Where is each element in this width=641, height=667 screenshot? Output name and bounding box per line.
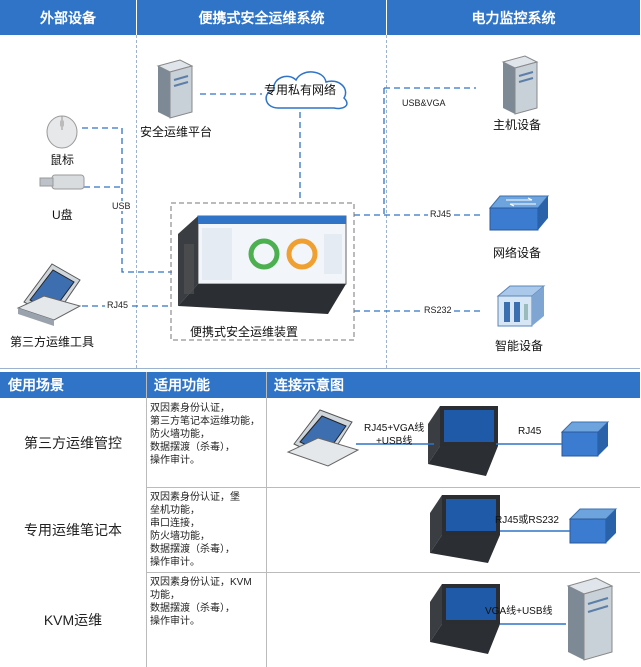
host-link-label: USB&VGA <box>400 98 448 108</box>
usb-link-label: USB <box>110 201 133 211</box>
header-power: 电力监控系统 <box>387 0 640 35</box>
divider <box>0 368 640 369</box>
mouse-icon <box>46 115 78 149</box>
usb-disk-icon <box>39 174 85 190</box>
function-text: 双因素身份认证，堡 垒机功能， 串口连接， 防火墙功能， 数据摆渡（杀毒）， 操… <box>150 492 240 568</box>
connection-line <box>500 530 570 532</box>
table-header-diagram: 连接示意图 <box>266 372 640 398</box>
platform-label: 安全运维平台 <box>140 125 213 139</box>
table-header-scene-label: 使用场景 <box>8 377 64 393</box>
laptop-label: 第三方运维工具 <box>10 335 95 349</box>
smart-device-icon <box>496 285 546 327</box>
connection-label: RJ45 <box>518 426 542 437</box>
function-text: 双因素身份认证， 第三方笔记本运维功能， 防火墙功能， 数据摆渡（杀毒）， 操作… <box>150 403 260 466</box>
host-label: 主机设备 <box>493 118 542 132</box>
connection-label: VGA线+USB线 <box>485 606 553 617</box>
mouse-link <box>82 127 172 273</box>
cloud-label: 专用私有网络 <box>264 83 337 97</box>
rugged-laptop-icon <box>430 584 500 654</box>
network-link-label: RJ45 <box>428 209 454 219</box>
connection-label: RJ45或RS232 <box>495 515 559 526</box>
table-header-diagram-label: 连接示意图 <box>274 377 344 393</box>
table-header-scene: 使用场景 <box>0 372 146 398</box>
header-external-label: 外部设备 <box>40 9 96 26</box>
network-label: 网络设备 <box>493 246 542 260</box>
host-server-icon <box>501 55 539 115</box>
connection-line <box>500 623 566 625</box>
smart-label: 智能设备 <box>495 339 544 353</box>
network-switch-icon <box>488 195 550 231</box>
cloud-icon <box>265 71 348 110</box>
rugged-laptop-icon <box>178 215 347 314</box>
laptop-icon <box>16 263 82 326</box>
network-switch-icon <box>560 421 610 457</box>
table-row: KVM运维 双因素身份认证，KVM 功能， 数据摆渡（杀毒）， 操作审计。 VG… <box>0 572 640 667</box>
header-power-label: 电力监控系统 <box>471 9 556 26</box>
scene-label: 第三方运维管控 <box>0 398 146 487</box>
rugged-laptop-icon <box>428 406 498 476</box>
scene-label: KVM运维 <box>0 572 146 667</box>
device-label: 便携式安全运维装置 <box>190 325 299 339</box>
usb-disk-label: U盘 <box>52 208 73 222</box>
device-box <box>170 202 355 341</box>
table-row: 专用运维笔记本 双因素身份认证，堡 垒机功能， 串口连接， 防火墙功能， 数据摆… <box>0 487 640 573</box>
scene-label: 专用运维笔记本 <box>0 487 146 572</box>
divider <box>136 35 137 368</box>
table-column-divider <box>266 372 267 667</box>
table-header-function: 适用功能 <box>146 372 266 398</box>
divider <box>386 35 387 368</box>
table-row: 第三方运维管控 双因素身份认证， 第三方笔记本运维功能， 防火墙功能， 数据摆渡… <box>0 398 640 488</box>
table-header-function-label: 适用功能 <box>154 377 210 393</box>
rugged-laptop-icon <box>430 495 500 563</box>
function-text: 双因素身份认证，KVM 功能， 数据摆渡（杀毒）， 操作审计。 <box>150 577 252 627</box>
header-portable: 便携式安全运维系统 <box>137 0 386 35</box>
header-portable-label: 便携式安全运维系统 <box>198 9 325 26</box>
connection-line <box>356 443 562 445</box>
network-switch-icon <box>568 508 618 544</box>
connection-label: RJ45+VGA线 +USB线 <box>364 423 425 447</box>
laptop-link-label: RJ45 <box>105 300 131 310</box>
server-icon <box>566 577 614 661</box>
server-icon <box>156 59 194 119</box>
header-external: 外部设备 <box>0 0 136 35</box>
laptop-icon <box>286 409 360 467</box>
mouse-label: 鼠标 <box>50 153 75 167</box>
smart-link-label: RS232 <box>422 305 454 315</box>
table-column-divider <box>146 372 147 667</box>
